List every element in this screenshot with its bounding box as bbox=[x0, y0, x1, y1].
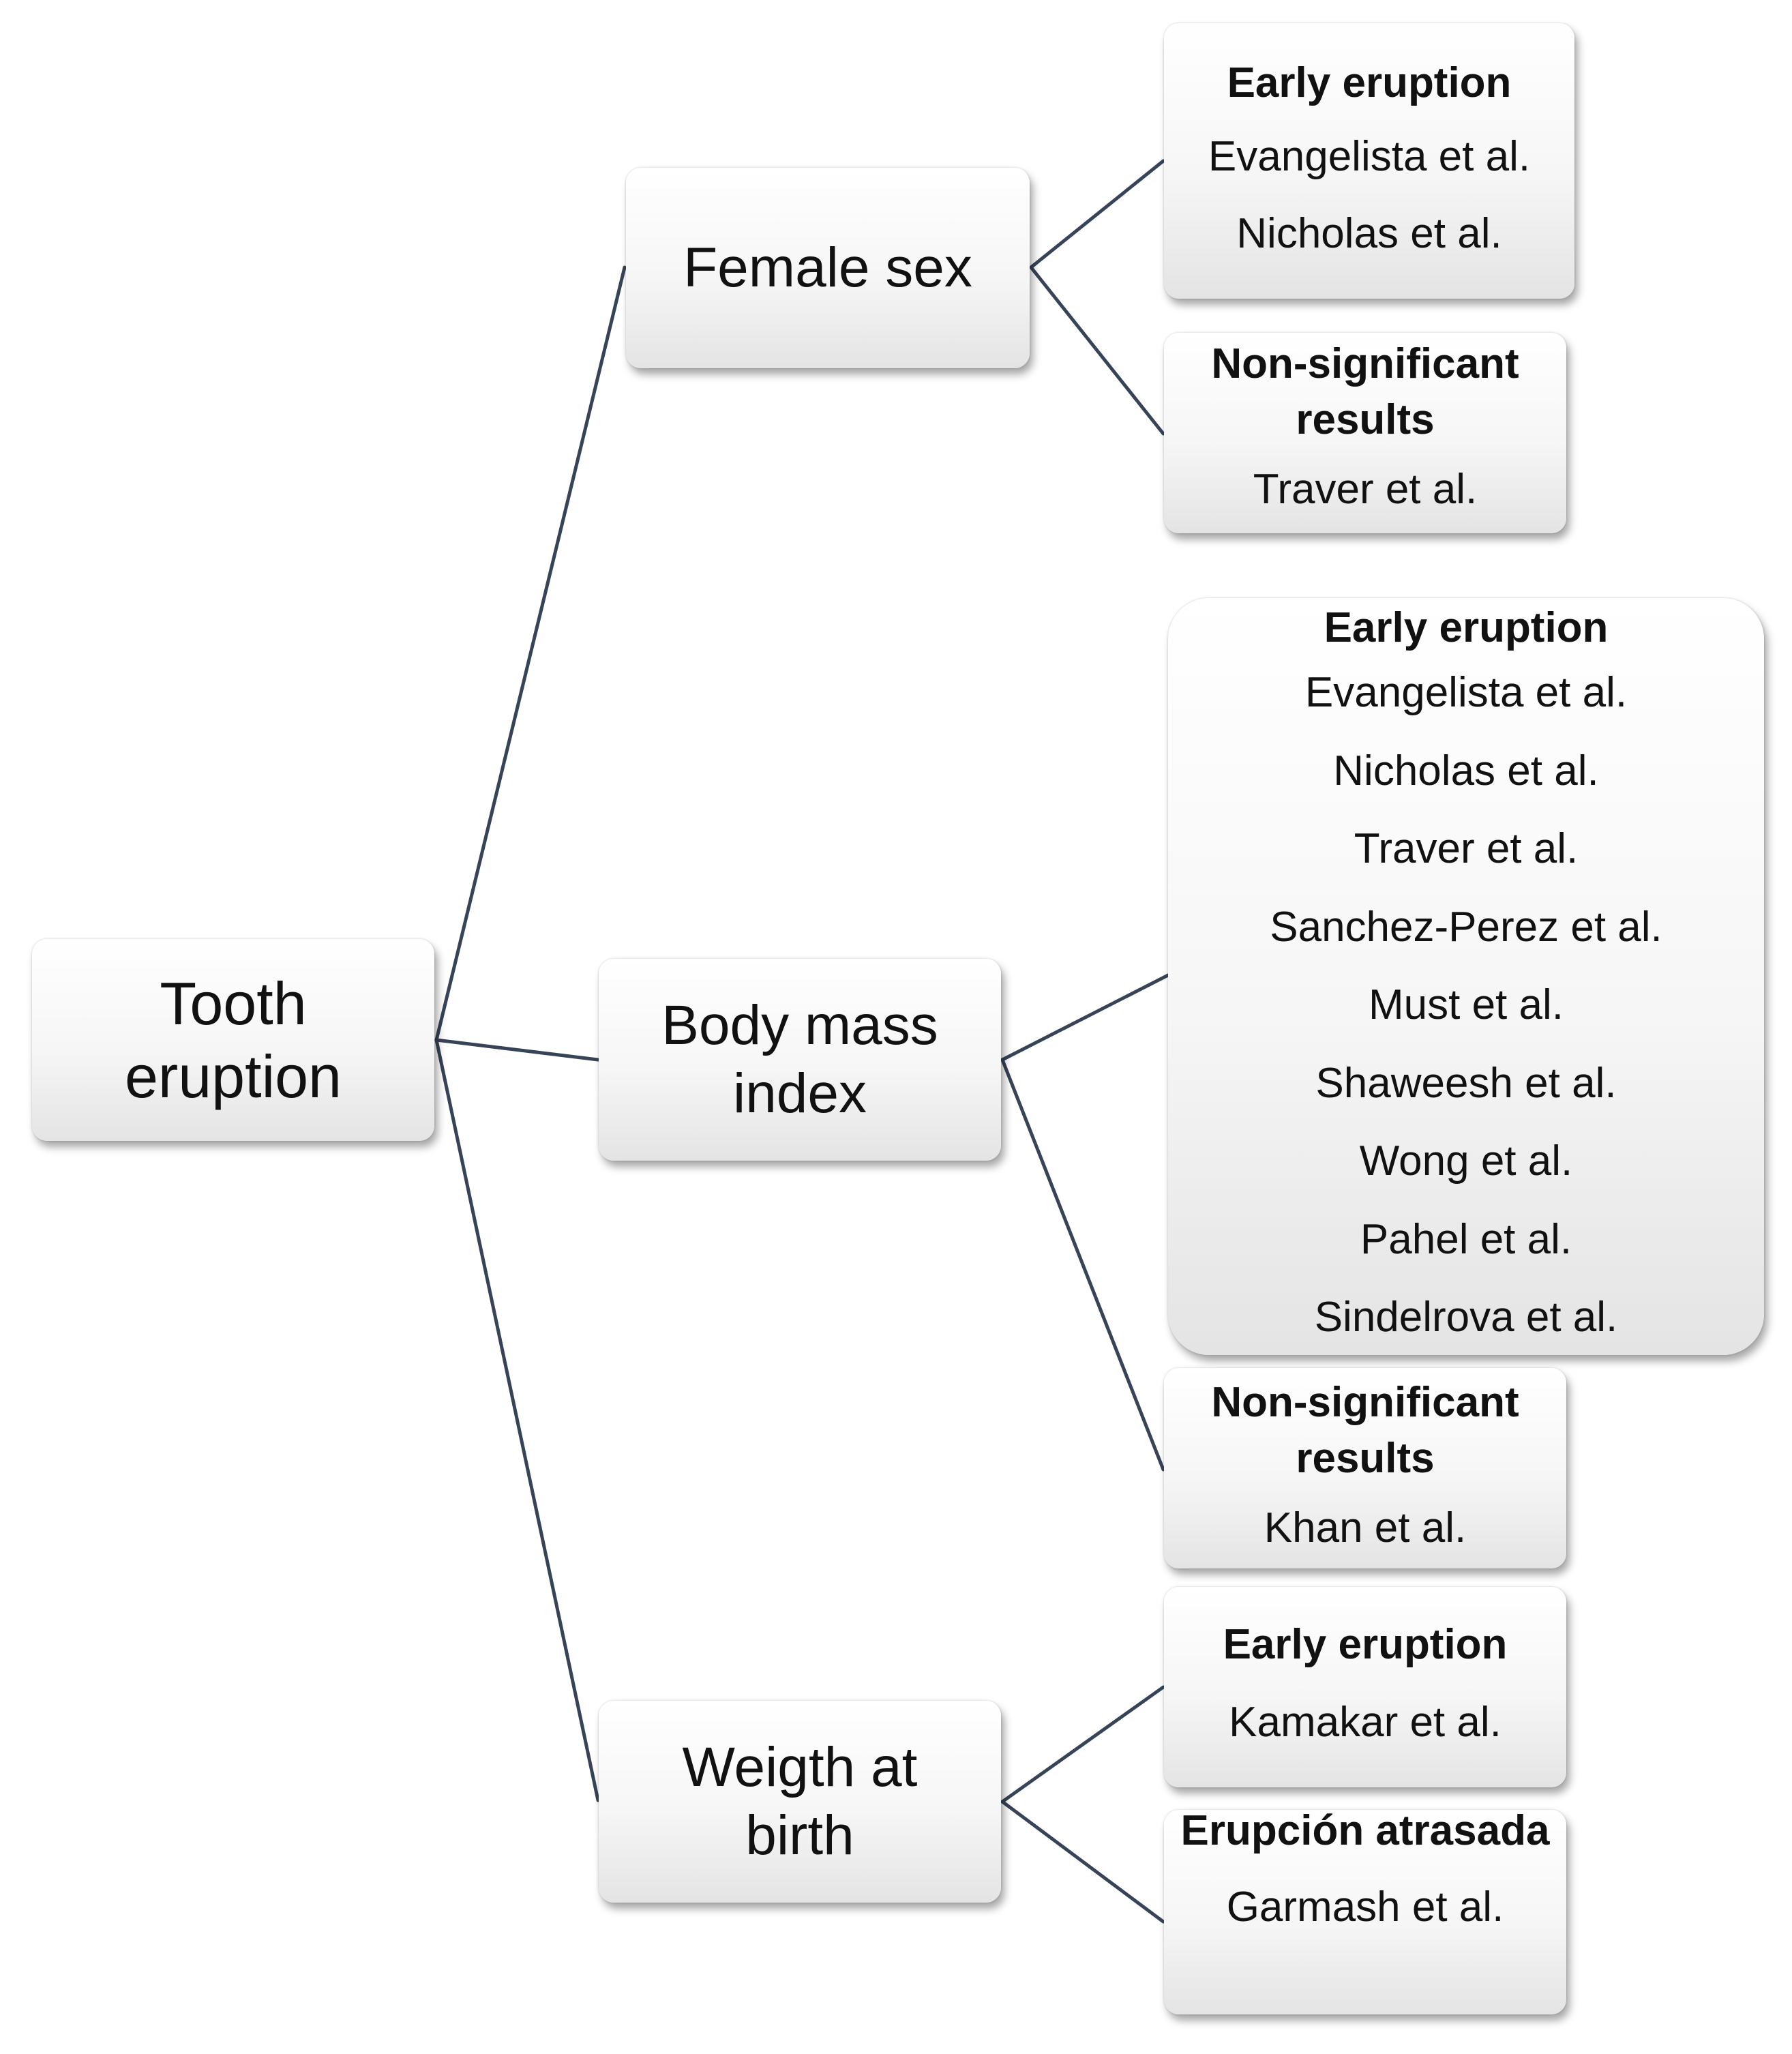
result-female-sex-early-eruption: Early eruption Evangelista et al. Nichol… bbox=[1164, 23, 1574, 299]
branch-body-mass-index: Body mass index bbox=[599, 959, 1001, 1161]
connector-birth-early bbox=[1000, 1685, 1165, 1804]
result-female-sex-non-significant: Non-significant results Traver et al. bbox=[1164, 333, 1566, 533]
connector-root-body-mass-index bbox=[434, 1038, 600, 1062]
connector-bmi-early bbox=[1000, 973, 1170, 1062]
study-sindelrova: Sindelrova et al. bbox=[1314, 1294, 1618, 1341]
root-label: Tooth eruption bbox=[124, 969, 342, 1110]
study-shaweesh: Shaweesh et al. bbox=[1315, 1059, 1617, 1107]
branch-weigth-at-birth: Weigth at birth bbox=[599, 1701, 1001, 1903]
connector-root-female-sex bbox=[434, 265, 627, 1042]
study-garmash: Garmash et al. bbox=[1226, 1884, 1504, 1931]
connector-root-weigth-at-birth bbox=[434, 1038, 600, 1802]
study-wong: Wong et al. bbox=[1359, 1137, 1573, 1185]
branch-female-sex: Female sex bbox=[626, 168, 1030, 368]
result-heading: Early eruption bbox=[1223, 1621, 1508, 1668]
result-heading: Early eruption bbox=[1324, 604, 1609, 651]
result-birth-weight-early-eruption: Early eruption Kamakar et al. bbox=[1164, 1587, 1566, 1787]
result-bmi-early-eruption: Early eruption Evangelista et al. Nichol… bbox=[1168, 598, 1764, 1355]
result-heading: Early eruption bbox=[1227, 59, 1512, 106]
study-sanchez-perez: Sanchez-Perez et al. bbox=[1270, 903, 1662, 951]
result-bmi-non-significant: Non-significant results Khan et al. bbox=[1164, 1368, 1566, 1568]
study-evangelista: Evangelista et al. bbox=[1304, 669, 1628, 716]
connector-female-sex-early bbox=[1029, 159, 1165, 269]
study-nicholas: Nicholas et al. bbox=[1333, 747, 1599, 794]
result-heading: Erupción atrasada bbox=[1180, 1807, 1550, 1854]
connector-female-sex-nonsig bbox=[1029, 265, 1165, 436]
study-nicholas: Nicholas et al. bbox=[1236, 209, 1502, 257]
study-kamakar: Kamakar et al. bbox=[1229, 1699, 1502, 1746]
study-traver: Traver et al. bbox=[1354, 825, 1579, 872]
connector-birth-delayed bbox=[1000, 1800, 1165, 1924]
result-heading: Non-significant results bbox=[1211, 340, 1519, 443]
root-node: Tooth eruption bbox=[32, 939, 434, 1141]
study-khan: Khan et al. bbox=[1264, 1504, 1467, 1551]
result-heading: Non-significant results bbox=[1211, 1379, 1519, 1482]
branch-weigth-at-birth-label: Weigth at birth bbox=[682, 1736, 918, 1866]
branch-body-mass-index-label: Body mass index bbox=[661, 994, 938, 1125]
branch-female-sex-label: Female sex bbox=[683, 236, 972, 299]
connector-bmi-nonsig bbox=[1000, 1058, 1165, 1472]
result-birth-weight-delayed-eruption: Erupción atrasada Garmash et al. bbox=[1164, 1807, 1566, 2014]
study-traver: Traver et al. bbox=[1253, 466, 1478, 513]
study-must: Must et al. bbox=[1369, 981, 1564, 1028]
study-pahel: Pahel et al. bbox=[1360, 1215, 1572, 1263]
study-evangelista: Evangelista et al. bbox=[1208, 132, 1531, 180]
